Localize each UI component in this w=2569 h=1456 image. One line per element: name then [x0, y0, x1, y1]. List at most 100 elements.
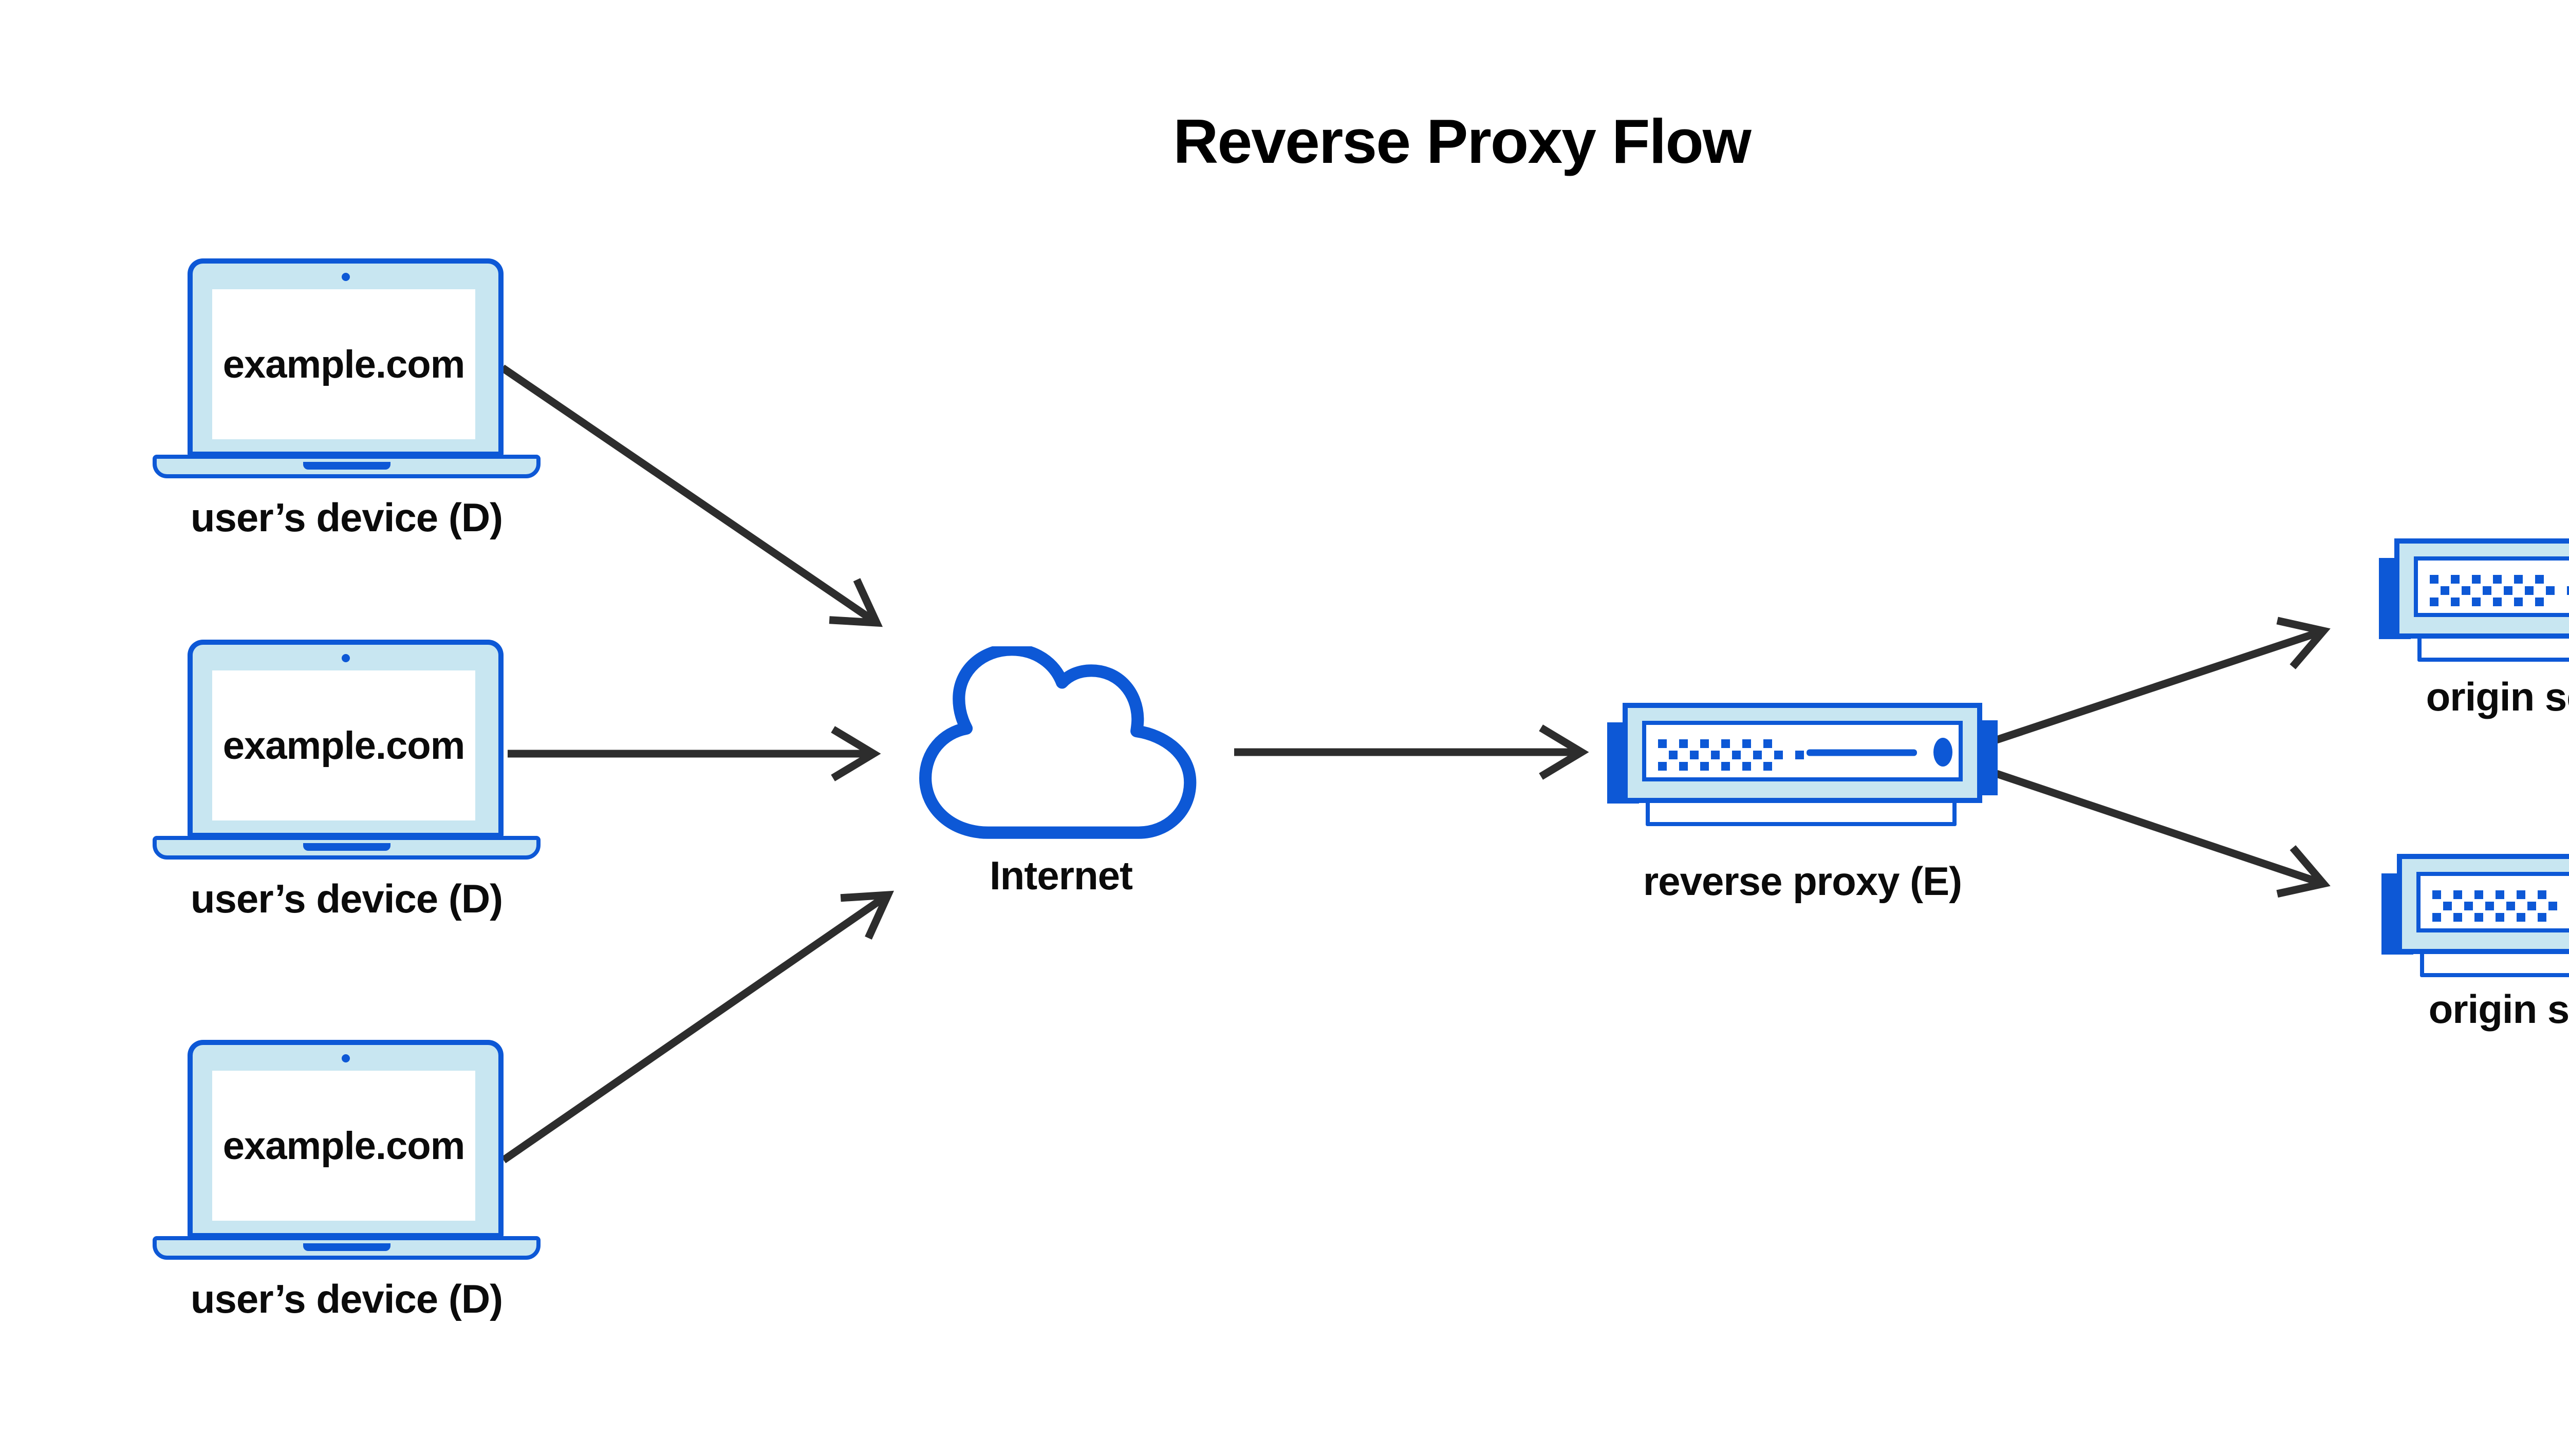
device-label: user’s device (D): [190, 1276, 503, 1321]
origin-server-1: origin server (F): [2379, 538, 2569, 754]
vent-square: [1763, 762, 1772, 771]
vent-square: [2566, 586, 2569, 595]
arrow-reverse-proxy-to-origin-server-1: [1995, 617, 2331, 744]
camera-dot-icon: [341, 273, 350, 281]
vent-square: [1679, 762, 1688, 771]
vent-square: [2514, 575, 2523, 584]
vent-square: [2535, 598, 2544, 606]
vent-square: [2430, 598, 2438, 606]
vent-square: [2517, 913, 2525, 922]
server-vents-icon: [2430, 575, 2569, 609]
vent-square: [2493, 575, 2502, 584]
vent-square: [2453, 890, 2462, 899]
vent-square: [2493, 598, 2502, 606]
vent-square: [2514, 598, 2523, 606]
vent-square: [1732, 751, 1741, 759]
arrow-reverse-proxy-to-origin-server-2: [1995, 770, 2331, 898]
device-label: user’s device (D): [190, 495, 503, 540]
vent-square: [2453, 913, 2462, 922]
server-vents-icon: [2432, 890, 2569, 924]
laptop-icon: example.com: [188, 640, 504, 838]
vent-square: [2472, 598, 2481, 606]
vent-square: [1668, 751, 1678, 759]
vent-square: [2443, 902, 2452, 910]
internet-node: Internet: [907, 643, 1215, 924]
vent-square: [2464, 902, 2473, 910]
vent-square: [1753, 751, 1762, 759]
laptop-hinge-notch: [303, 462, 390, 470]
laptop-hinge-notch: [303, 1243, 390, 1251]
vent-square: [2524, 586, 2534, 595]
vent-square: [1742, 739, 1751, 748]
laptop-base: [153, 1236, 541, 1260]
vent-square: [2474, 913, 2483, 922]
vent-square: [2496, 890, 2504, 899]
laptop-screen: example.com: [212, 670, 475, 820]
vent-square: [2432, 890, 2441, 899]
reverse-proxy: reverse proxy (E): [1607, 703, 1998, 919]
vent-square: [2538, 890, 2546, 899]
screen-url-text: example.com: [222, 1124, 466, 1168]
vent-square: [1763, 739, 1772, 748]
origin-server-2: origin server (F): [2381, 854, 2569, 1070]
vent-square: [1658, 762, 1667, 771]
camera-dot-icon: [341, 1054, 350, 1062]
server-faceplate: [1642, 721, 1963, 781]
vent-square: [2517, 890, 2525, 899]
arrow-internet-to-reverse-proxy: [1234, 724, 1589, 780]
laptop-icon: example.com: [188, 1040, 504, 1238]
vent-square: [1774, 751, 1783, 759]
laptop-base: [153, 455, 541, 478]
server-led-icon: [1933, 738, 1952, 767]
arrow-user-device-1-to-internet: [500, 364, 883, 627]
vent-square: [1689, 751, 1699, 759]
vent-square: [2461, 586, 2470, 595]
vent-square: [1658, 739, 1667, 748]
vent-square: [1795, 751, 1804, 759]
vent-square: [2482, 586, 2491, 595]
vent-square: [2432, 913, 2441, 922]
laptop-screen: example.com: [212, 289, 475, 439]
vent-square: [2451, 575, 2460, 584]
vent-square: [2538, 913, 2546, 922]
server-icon: [2394, 538, 2569, 639]
laptop-hinge-notch: [303, 843, 390, 851]
origin-server-label: origin server (F): [2426, 674, 2569, 719]
vent-square: [1721, 739, 1730, 748]
laptop-icon: example.com: [188, 258, 504, 457]
vent-square: [2496, 913, 2504, 922]
cloud-icon: [919, 643, 1197, 839]
vent-square: [1742, 762, 1751, 771]
vent-square: [2474, 890, 2483, 899]
laptop-screen: example.com: [212, 1071, 475, 1221]
screen-url-text: example.com: [222, 342, 466, 386]
server-slot-icon: [1807, 749, 1917, 756]
server-vents-icon: [1658, 739, 1807, 773]
vent-square: [2527, 902, 2536, 910]
reverse-proxy-label: reverse proxy (E): [1643, 858, 1962, 904]
server-icon: [1623, 703, 1982, 803]
arrow-user-device-3-to-internet: [501, 890, 894, 1164]
vent-square: [2506, 902, 2515, 910]
device-label: user’s device (D): [190, 876, 503, 921]
vent-square: [2548, 902, 2557, 910]
diagram-title: Reverse Proxy Flow: [1173, 106, 1752, 176]
vent-square: [1700, 762, 1709, 771]
user-device-1: example.com user’s device (D): [153, 258, 541, 546]
vent-square: [1710, 751, 1720, 759]
vent-square: [1721, 762, 1730, 771]
laptop-base: [153, 836, 541, 860]
vent-square: [2535, 575, 2544, 584]
server-icon: [2397, 854, 2569, 954]
vent-square: [2545, 586, 2555, 595]
camera-dot-icon: [341, 654, 350, 662]
user-device-3: example.com user’s device (D): [153, 1040, 541, 1328]
vent-square: [1700, 739, 1709, 748]
server-faceplate: [2414, 556, 2569, 617]
server-faceplate: [2416, 872, 2569, 932]
vent-square: [2451, 598, 2460, 606]
internet-label: Internet: [989, 853, 1133, 898]
arrow-user-device-2-to-internet: [508, 726, 881, 781]
vent-square: [2485, 902, 2494, 910]
vent-square: [2503, 586, 2512, 595]
